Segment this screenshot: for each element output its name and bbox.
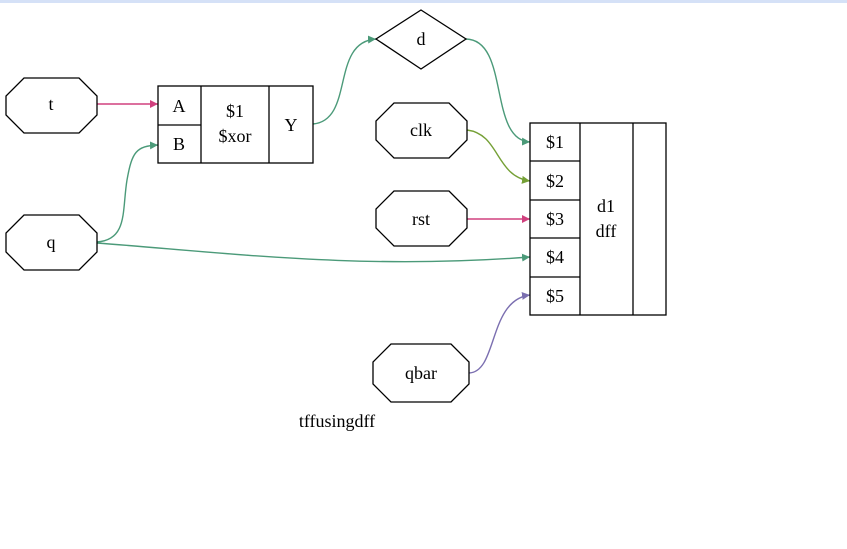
dff-pin-2: $2 (546, 171, 564, 191)
port-d[interactable]: d (374, 9, 468, 70)
dff-cell-name: d1 (597, 196, 615, 216)
port-t-label: t (48, 94, 53, 114)
xor-input-a-label: A (173, 96, 186, 116)
port-rst[interactable]: rst (375, 190, 468, 247)
dff-pin-5: $5 (546, 286, 564, 306)
wire-clk-to-dff-pin2 (466, 129, 531, 184)
window-top-strip (0, 0, 847, 3)
xor-cell-id: $1 (226, 101, 244, 121)
port-qbar-label: qbar (405, 363, 437, 383)
port-q-label: q (47, 232, 56, 252)
port-q[interactable]: q (5, 214, 98, 271)
wire-q-to-dff-pin4 (96, 242, 531, 263)
dff-pin-4: $4 (546, 247, 564, 267)
wire-dff-pin5-to-qbar (468, 291, 531, 374)
port-rst-label: rst (412, 209, 430, 229)
dff-pin-3: $3 (546, 209, 564, 229)
xor-output-y-label: Y (285, 115, 298, 135)
port-t[interactable]: t (5, 77, 98, 134)
wire-d-to-dff-pin1 (465, 38, 531, 146)
xor-cell[interactable]: A B $1 $xor Y (157, 85, 314, 164)
port-clk-label: clk (410, 120, 432, 140)
wire-xor-y-to-d (312, 35, 377, 125)
dff-pin-1: $1 (546, 132, 564, 152)
wire-q-to-xor-b (96, 141, 159, 243)
dff-cell[interactable]: $1 $2 $3 $4 $5 d1 dff (529, 122, 667, 316)
port-qbar[interactable]: qbar (372, 343, 470, 403)
xor-cell-type: $xor (219, 126, 252, 146)
module-name-label: tffusingdff (299, 411, 375, 431)
port-clk[interactable]: clk (375, 102, 468, 159)
dff-cell-type: dff (596, 221, 617, 241)
xor-input-b-label: B (173, 134, 185, 154)
port-d-label: d (417, 29, 426, 49)
